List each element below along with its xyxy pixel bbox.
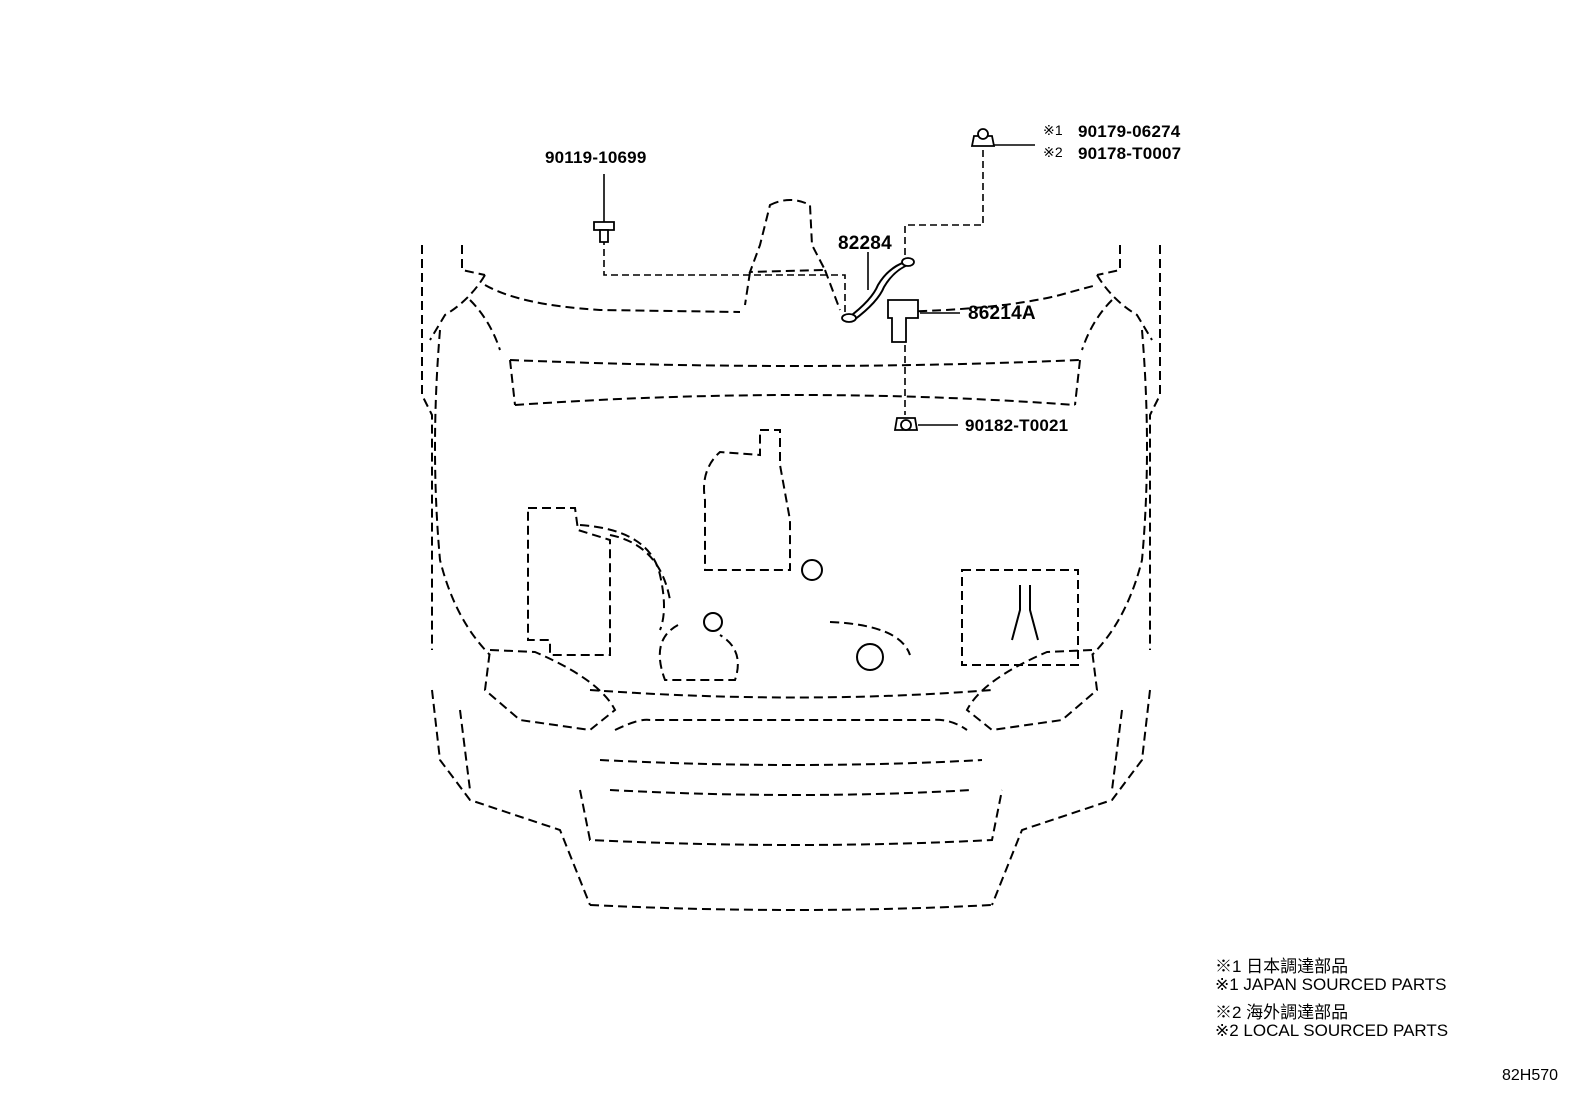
part-label-nut-local: 90178-T0007 bbox=[1078, 144, 1182, 163]
part-label-nut-bottom: 90182-T0021 bbox=[965, 416, 1069, 435]
engine-components bbox=[527, 199, 1079, 681]
note-1-en: ※1 JAPAN SOURCED PARTS bbox=[1215, 975, 1447, 994]
part-marker-2: ※2 bbox=[1043, 144, 1063, 160]
part-label-bolt: 90119-10699 bbox=[545, 148, 647, 167]
ground-strap-icon bbox=[841, 257, 915, 323]
part-label-bracket: 86214A bbox=[968, 303, 1036, 324]
flange-nut-top-icon bbox=[970, 128, 996, 147]
note-2-en: ※2 LOCAL SOURCED PARTS bbox=[1215, 1021, 1449, 1040]
part-label-nut-japan: 90179-06274 bbox=[1078, 122, 1181, 141]
note-2-jp: ※2 海外調達部品 bbox=[1215, 1003, 1349, 1022]
part-label-wire: 82284 bbox=[838, 233, 892, 254]
part-marker-1: ※1 bbox=[1043, 122, 1063, 138]
vehicle-body-outline bbox=[421, 245, 1161, 911]
flange-nut-bottom-icon bbox=[893, 417, 919, 431]
leader-lines bbox=[603, 144, 1035, 426]
diagram-reference: 82H570 bbox=[1502, 1067, 1559, 1084]
note-1-jp: ※1 日本調達部品 bbox=[1215, 957, 1349, 976]
bracket-icon bbox=[887, 299, 919, 343]
bolt-icon bbox=[593, 221, 615, 243]
